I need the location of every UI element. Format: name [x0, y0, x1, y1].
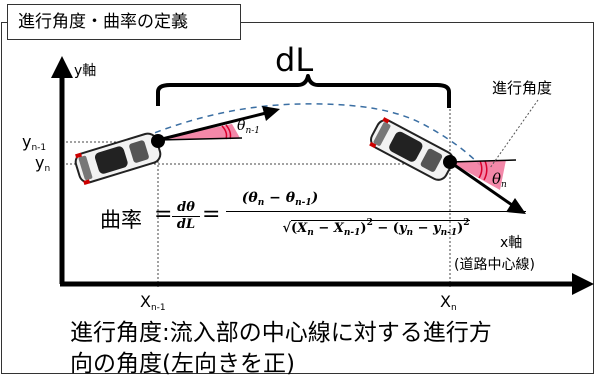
- x-axis-arrowhead: [572, 273, 594, 295]
- angle-callout-label: 進行角度: [492, 79, 553, 97]
- x-tick-xn: Xn: [440, 292, 457, 313]
- vehicle-first: [74, 132, 162, 185]
- vehicle-second: [369, 117, 454, 181]
- figure-title: 進行角度・曲率の定義: [7, 4, 241, 40]
- y-axis-arrowhead: [51, 56, 73, 78]
- derivative-numerator: dθ: [172, 200, 200, 217]
- definition-line-2: 向の角度(左向きを正): [70, 351, 295, 377]
- point-first: [151, 134, 165, 148]
- y-tick-yn: yn: [35, 153, 51, 174]
- reference-line-second: [449, 159, 517, 163]
- trajectory-curve: [94, 103, 481, 166]
- derivative-denominator: dL: [176, 217, 196, 232]
- x-axis-sublabel: (道路中心線): [454, 254, 535, 274]
- angle-wedge-second: [450, 160, 506, 190]
- formula-numerator: (θn − θn-1): [241, 190, 319, 208]
- curvature-formula: 曲率 = dθ dL = (θn − θn-1) √(Xn − Xn-1)2 −…: [100, 190, 526, 262]
- formula-denominator: √(Xn − Xn-1)2 − (yn − yn-1)2: [282, 218, 470, 238]
- angle-callout-leader: [489, 99, 539, 169]
- theta-second-label: θn: [492, 170, 507, 190]
- equals-sign-1: =: [154, 202, 173, 227]
- angle-arc-second: [478, 160, 483, 179]
- x-axis-label: x軸: [500, 235, 523, 251]
- dl-label: dL: [275, 41, 314, 79]
- reference-line-first: [157, 137, 243, 141]
- dl-brace: [156, 74, 451, 108]
- x-tick-xn-1: Xn-1: [140, 292, 166, 313]
- point-second: [443, 155, 457, 169]
- y-axis-label: y軸: [74, 63, 97, 79]
- heading-arrow-second: [449, 160, 513, 207]
- heading-arrow-first: [157, 111, 267, 142]
- formula-fraction-bar: [226, 211, 526, 212]
- curvature-word: 曲率: [100, 208, 142, 232]
- y-tick-yn-1: yn-1: [22, 132, 47, 153]
- equals-sign-2: =: [202, 202, 221, 227]
- derivative-fraction: dθ dL: [172, 200, 200, 233]
- definition-line-1: 進行角度:流入部の中心線に対する進行方: [70, 320, 492, 346]
- theta-first-label: θn-1: [237, 118, 261, 136]
- figure-frame: [1, 22, 594, 374]
